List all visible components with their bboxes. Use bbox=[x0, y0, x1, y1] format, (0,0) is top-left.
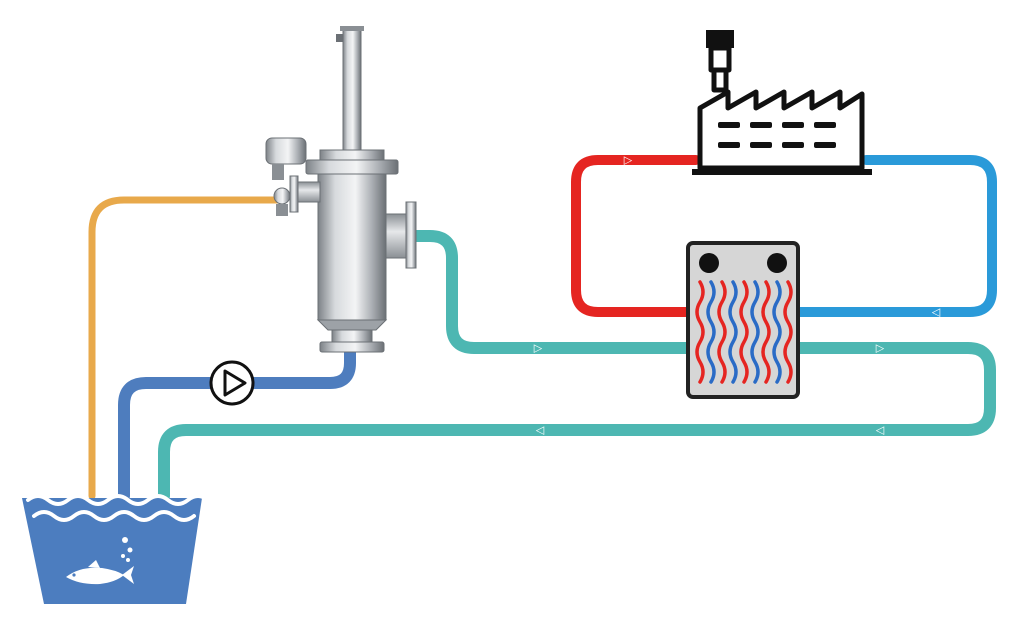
flow-markers: ▷ ▷ ▷ ◁ ◁ ▷ ◁ bbox=[534, 154, 941, 437]
wave-icon bbox=[26, 494, 210, 506]
bubble-icon bbox=[122, 537, 128, 543]
flow-marker: ▷ bbox=[534, 342, 543, 355]
flow-marker: ◁ bbox=[932, 306, 941, 319]
pipelines bbox=[88, 155, 997, 502]
return-water-pipe bbox=[158, 342, 996, 502]
bubble-icon bbox=[121, 554, 125, 558]
flow-marker: ▷ bbox=[624, 154, 633, 167]
flow-marker: ◁ bbox=[536, 424, 545, 437]
factory-icon bbox=[692, 30, 872, 175]
flush-pipe bbox=[88, 196, 284, 500]
bubble-icon bbox=[127, 547, 133, 553]
filtered-water-pipe bbox=[406, 230, 696, 354]
hot-loop-pipe bbox=[571, 155, 701, 317]
wave-icon bbox=[32, 510, 196, 522]
bubble-icon bbox=[126, 558, 130, 562]
self-cleaning-filter-icon bbox=[265, 26, 417, 353]
fish-icon bbox=[66, 560, 134, 585]
pump-symbol-icon bbox=[209, 360, 255, 406]
cold-loop-pipe bbox=[795, 155, 997, 317]
flow-marker: ▷ bbox=[876, 342, 885, 355]
flow-marker: ◁ bbox=[876, 424, 885, 437]
plate-heat-exchanger-icon bbox=[686, 241, 800, 399]
water-reservoir-with-fish-icon bbox=[22, 494, 210, 604]
